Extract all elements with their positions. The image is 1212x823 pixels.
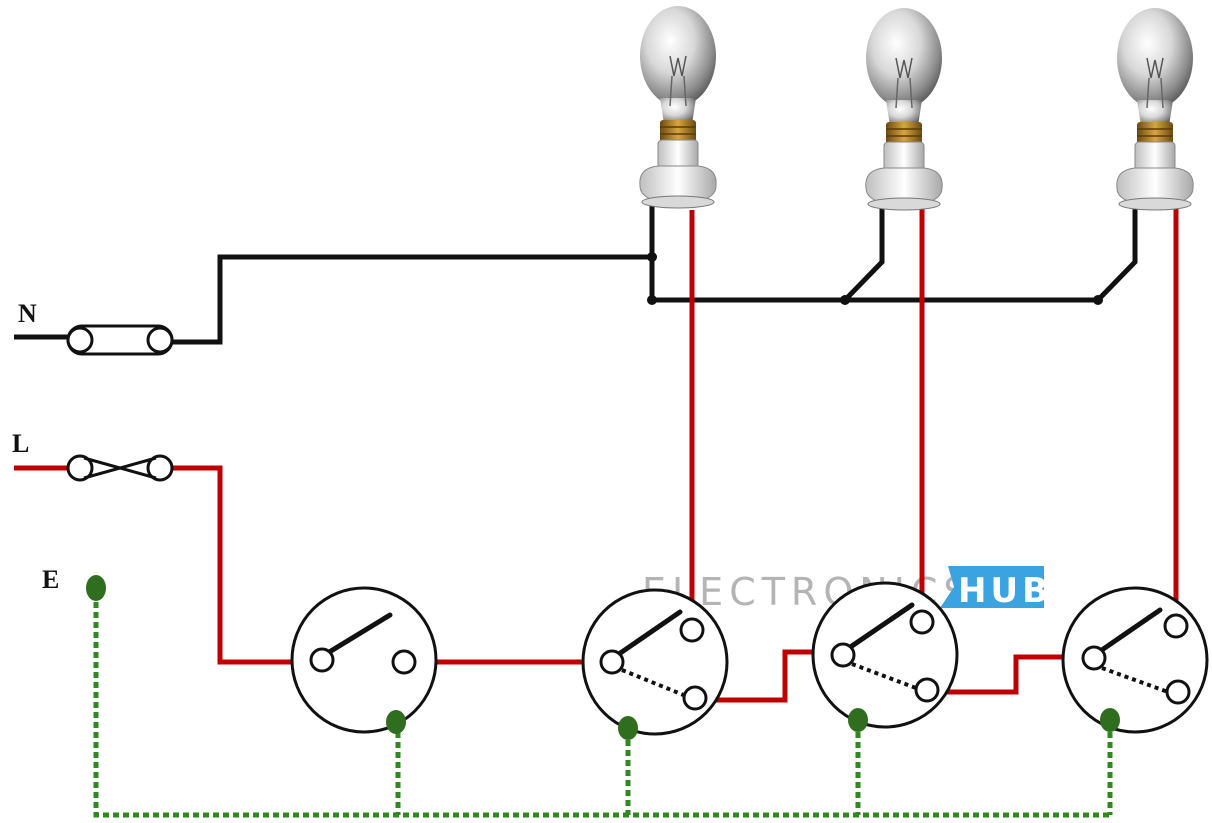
neutral-link [66, 324, 174, 356]
neutral-wiring [14, 200, 1138, 345]
earth-label: E [42, 565, 59, 594]
two-way-switch-1 [581, 588, 729, 740]
lamp-1 [639, 5, 717, 209]
watermark-badge-text: HUB [958, 571, 1052, 611]
one-way-switch [290, 586, 438, 734]
two-way-switch-3 [1061, 586, 1209, 734]
earth-wiring [86, 575, 1113, 818]
live-wiring [14, 205, 1179, 703]
lamp-3 [1116, 7, 1194, 211]
neutral-label: N [18, 299, 37, 328]
lamp-2 [865, 7, 943, 211]
live-fuse [66, 454, 174, 482]
two-way-switch-2 [811, 581, 959, 732]
watermark-badge [940, 566, 1044, 608]
live-label: L [12, 429, 29, 458]
